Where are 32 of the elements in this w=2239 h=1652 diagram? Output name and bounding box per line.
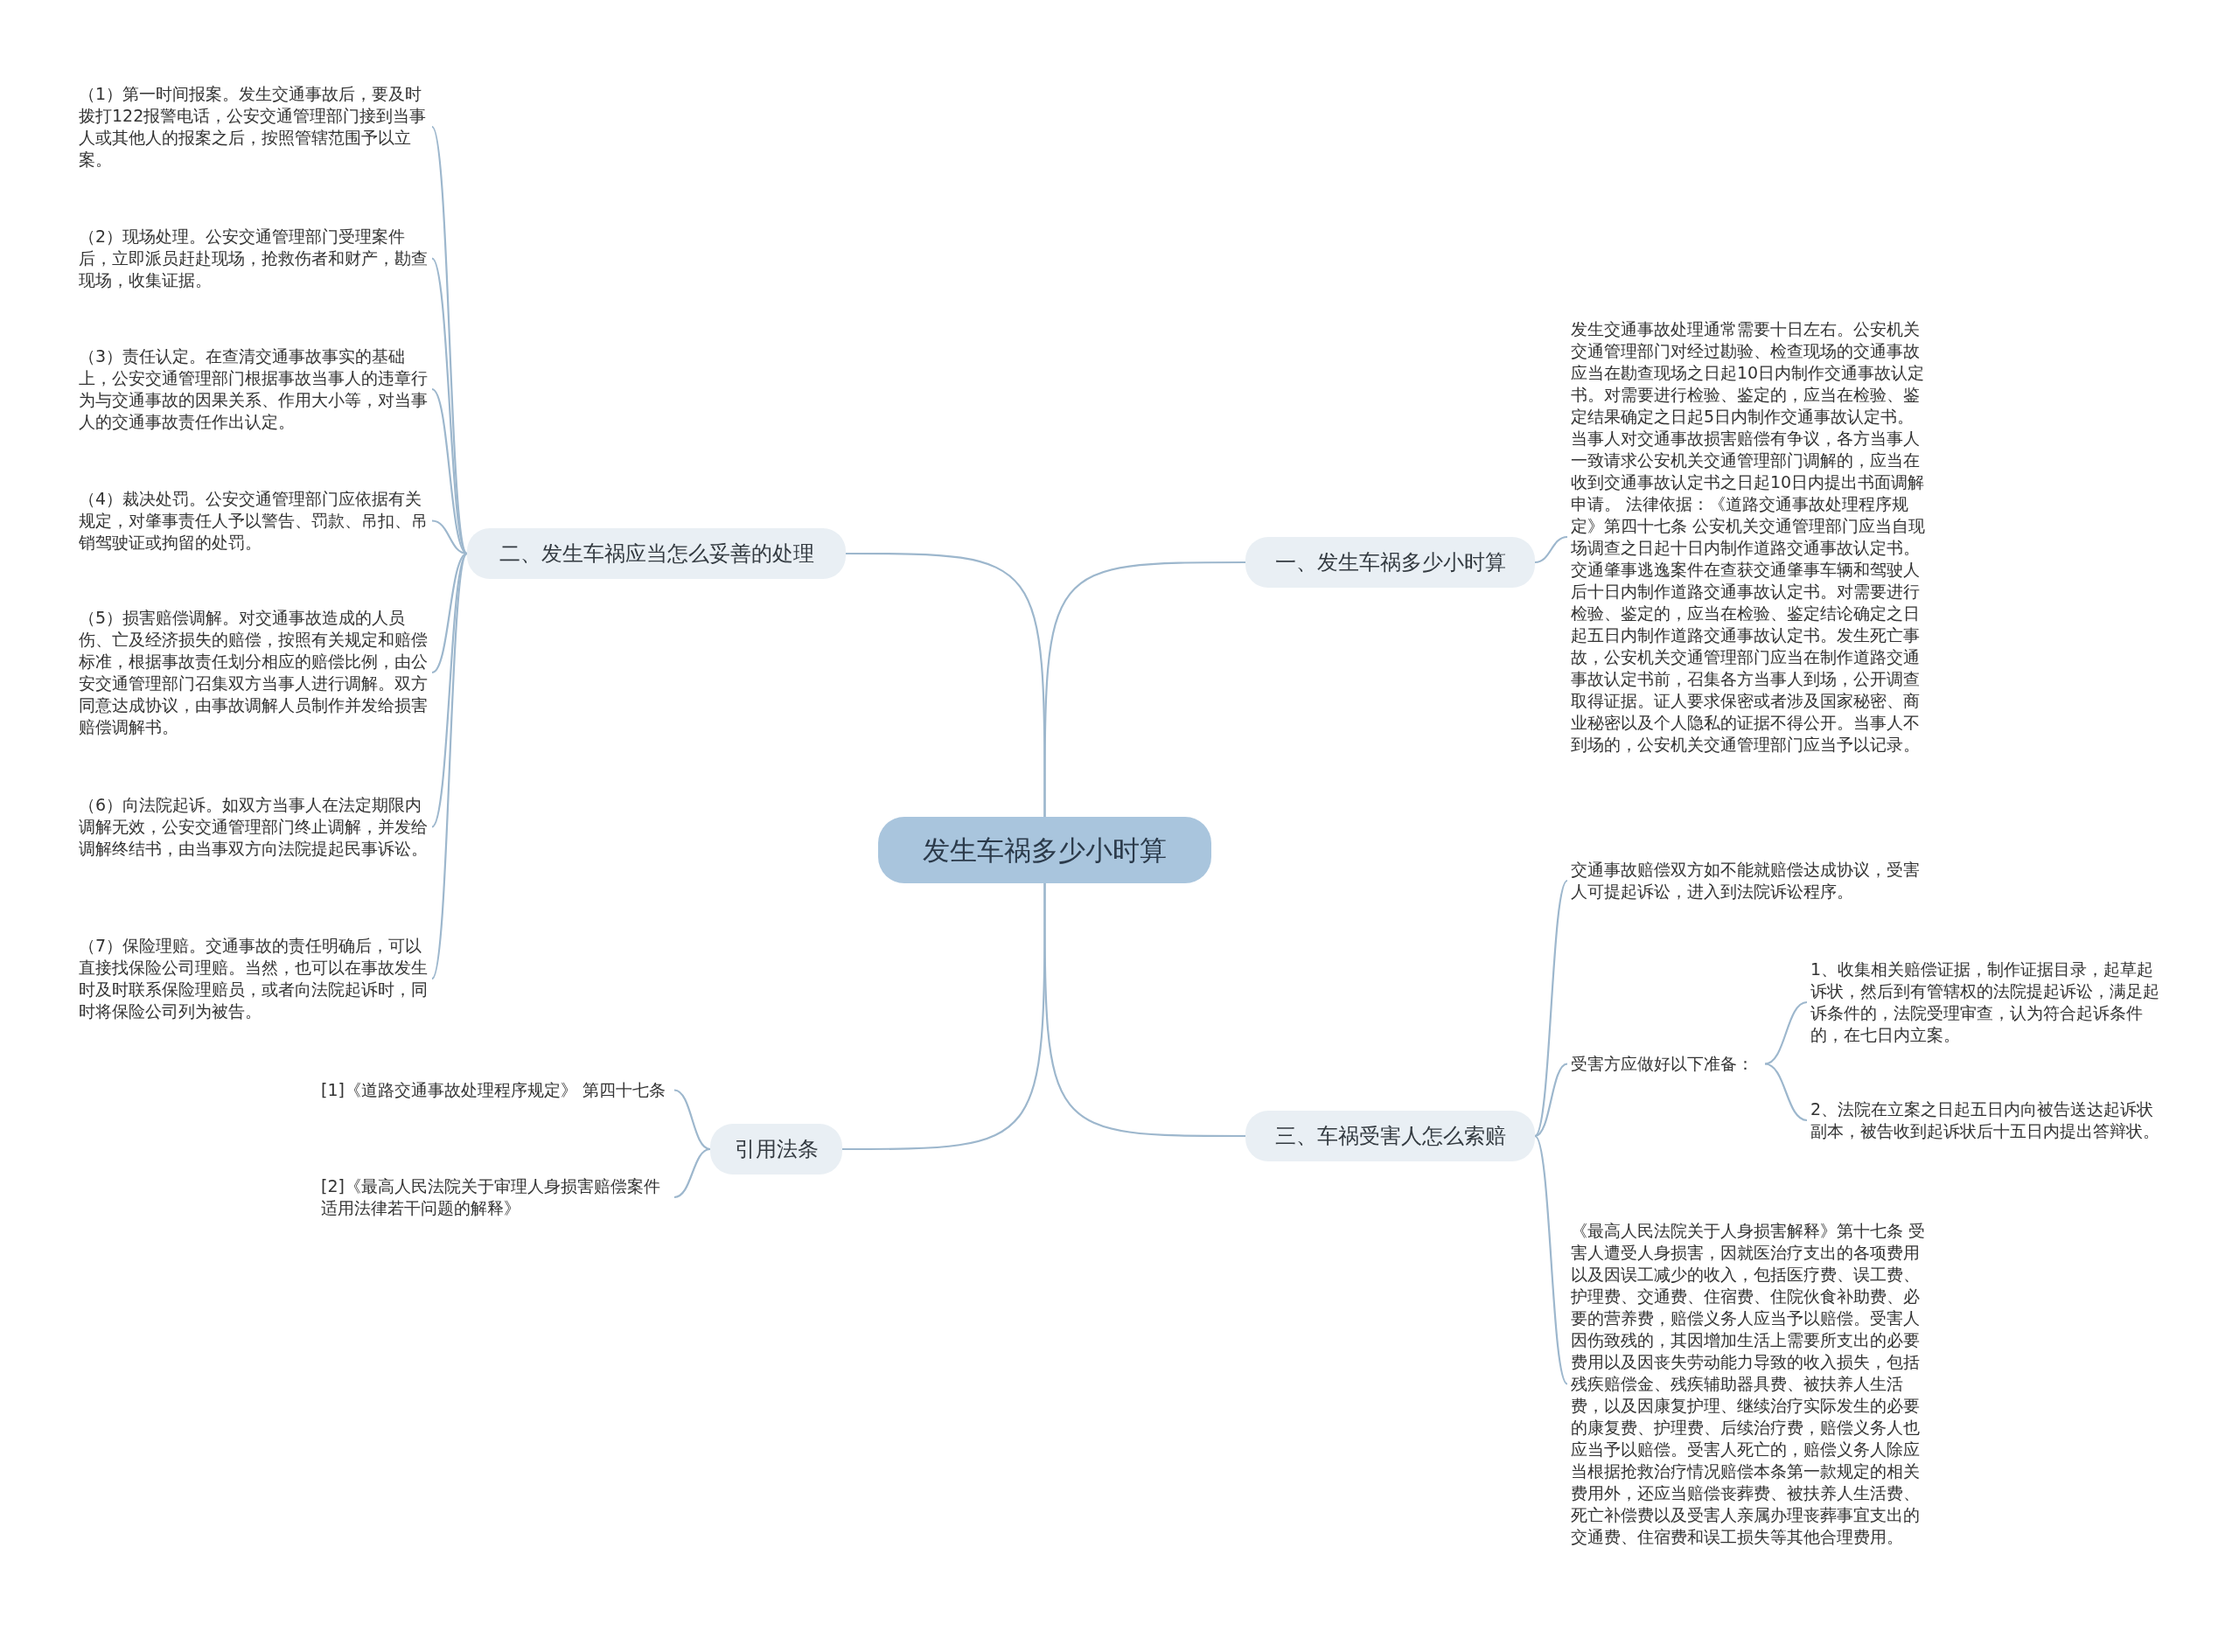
note-text: （1）第一时间报案。发生交通事故后，要及时拨打122报警电话，公安交通管理部门接到当事人或其他人的报案之后，按照管辖范围予以立案。 [79,83,428,171]
connector-line [1534,880,1568,1137]
note-text: 2、法院在立案之日起五日内向被告送达起诉状副本，被告收到起诉状后十五日内提出答辩状。 [1810,1098,2160,1142]
connector-line [1764,1000,1808,1065]
note-text: [2]《最高人民法院关于审理人身损害赔偿案件适用法律若干问题的解释》 [321,1175,661,1219]
connector-line [842,883,1046,1151]
connector-line [673,1147,711,1199]
connector-line [431,553,468,828]
connector-line [1534,1063,1568,1138]
topic-box: 三、车祸受害人怎么索赔 [1245,1111,1535,1161]
note-text: 受害方应做好以下准备： [1571,1053,1754,1075]
connector-line [1764,1063,1808,1122]
note-text: （7）保险理赔。交通事故的责任明确后，可以直接找保险公司理赔。当然，也可以在事故发生时及时联系保险理赔员，或者向法院起诉时，同时将保险公司列为被告。 [79,935,429,1022]
connector-line [431,553,468,979]
topic-box: 一、发生车祸多少小时算 [1245,537,1535,588]
connector-line [1534,535,1568,564]
note-text: 交通事故赔偿双方如不能就赔偿达成协议，受害人可提起诉讼，进入到法院诉讼程序。 [1571,859,1921,903]
note-text: （3）责任认定。在查清交通事故事实的基础上，公安交通管理部门根据事故当事人的违章行为与交通事故的因果关系、作用大小等，对当事人的交通事故责任作出认定。 [79,345,429,433]
connector-line [673,1089,711,1151]
topic-box: 二、发生车祸应当怎么妥善的处理 [467,528,846,579]
note-text: （2）现场处理。公安交通管理部门受理案件后，立即派员赶赴现场，抢救伤者和财产，勘查现场，收集证据。 [79,226,429,291]
central-topic-box: 发生车祸多少小时算 [878,817,1211,883]
note-text: （5）损害赔偿调解。对交通事故造成的人员伤、亡及经济损失的赔偿，按照有关规定和赔偿标准，根据事故责任划分相应的赔偿比例，由公安交通管理部门召集双方当事人进行调解。双方同意达成协议，由事故调解人员制作并发给损害赔偿调解书。 [79,607,429,738]
connector-line [1534,1135,1568,1385]
note-text: [1]《道路交通事故处理程序规定》 第四十七条 [321,1079,666,1101]
topic-box: 引用法条 [710,1124,842,1175]
connector-line [846,552,1046,817]
note-text: 1、收集相关赔偿证据，制作证据目录，起草起诉状，然后到有管辖权的法院提起诉讼，满足起诉条件的，法院受理审查，认为符合起诉条件的，在七日内立案。 [1810,958,2160,1046]
note-text: （6）向法院起诉。如双方当事人在法定期限内调解无效，公安交通管理部门终止调解，并发给调解终结书，由当事双方向法院提起民事诉讼。 [79,794,429,860]
note-text: 《最高人民法院关于人身损害解释》第十七条 受害人遭受人身损害，因就医治疗支出的各项费用以及因误工减少的收入，包括医疗费、误工费、护理费、交通费、住宿费、住院伙食补助费、必要的营养费，赔偿义务人应当予以赔偿。受害人因伤致残的，其因增加生活上需要所支出的必要费用以及因丧失劳动能力导致的收入损失，包括残疾赔偿金、残疾辅助器具费、被扶养人生活费，以及因康复护理、继续治疗实际发生的必要的康复费、护理费、后续治疗费，赔偿义务人也应当予以赔偿。受害人死亡的，赔偿义务人除应当根据抢救治疗情况赔偿本条第一款规定的相关费用外，还应当赔偿丧葬费、被扶养人生活费、死亡补偿费以及受害人亲属办理丧葬事宜支出的交通费、住宿费和误工损失等其他合理费用。 [1571,1220,1927,1548]
note-text: （4）裁决处罚。公安交通管理部门应依据有关规定，对肇事责任人予以警告、罚款、吊扣、吊销驾驶证或拘留的处罚。 [79,488,429,554]
note-text: 发生交通事故处理通常需要十日左右。公安机关交通管理部门对经过勘验、检查现场的交通事故应当在勘查现场之日起10日内制作交通事故认定书。对需要进行检验、鉴定的，应当在检验、鉴定结果确定之日起5日内制作交通事故认定书。当事人对交通事故损害赔偿有争议，各方当事人一致请求公安机关交通管理部门调解的，应当在收到交通事故认定书之日起10日内提出书面调解申请。 法律依据：《道路交通事故处理程序规定》第四十七条 公安机关交通管理部门应当自现场调查之日起十日内制作道路交通事故认定书。交通肇事逃逸案件在查获交通肇事车辆和驾驶人后十日内制作道路交通事故认定书。对需要进行检验、鉴定的，应当在检验、鉴定结论确定之日起五日内制作道路交通事故认定书。发生死亡事故，公安机关交通管理部门应当在制作道路交通事故认定书前，召集各方当事人到场，公开调查取得证据。证人要求保密或者涉及国家秘密、商业秘密以及个人隐私的证据不得公开。当事人不到场的，公安机关交通管理部门应当予以记录。 [1571,318,1927,756]
